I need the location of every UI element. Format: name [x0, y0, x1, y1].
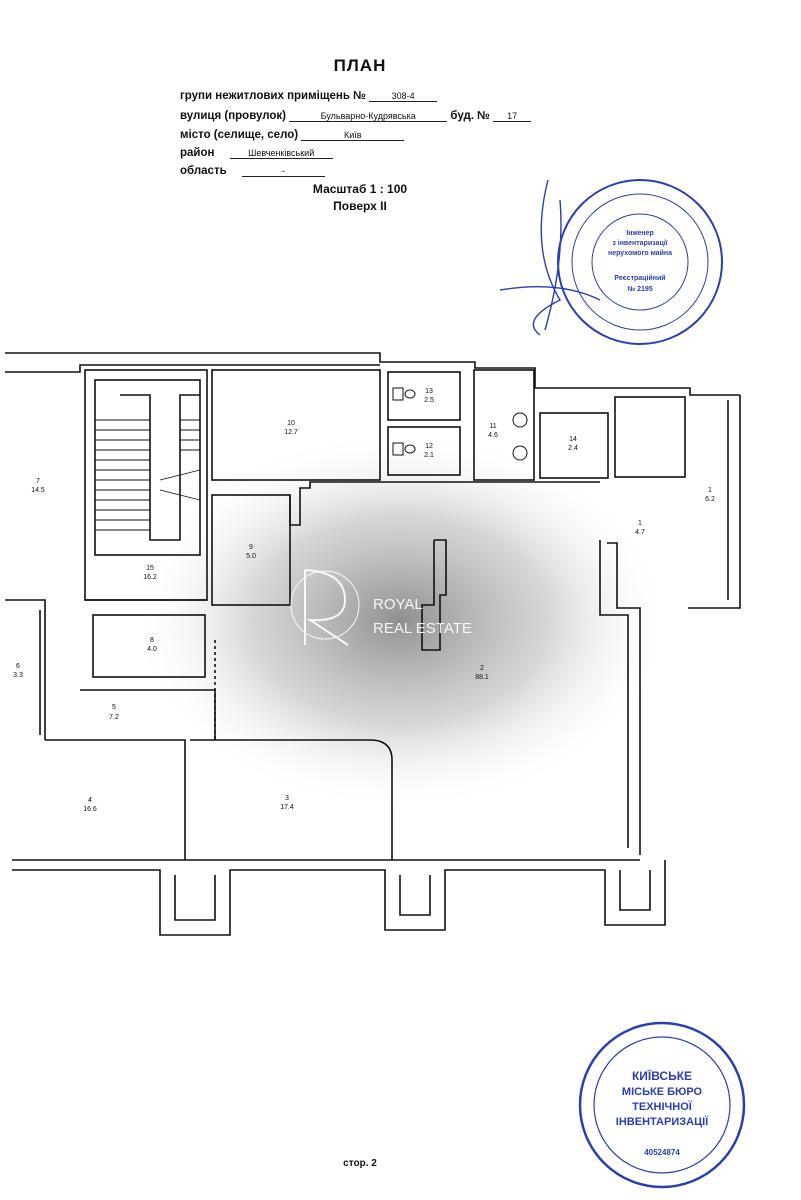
street-label: вулиця (провулок) [180, 110, 286, 122]
watermark-line2: REAL ESTATE [373, 620, 472, 637]
engineer-stamp: Інженер з інвентаризації нерухомого майн… [499, 179, 723, 345]
stamp-bottom-line1: КИЇВСЬКЕ [632, 1068, 692, 1083]
stamp-top-line3: нерухомого майна [608, 249, 672, 257]
room-labels: 1 4.7 1 6.2 2 88.1 3 17.4 4 16.6 5 7.2 6… [13, 388, 715, 813]
stamp-bottom-line2: МІСЬКЕ БЮРО [622, 1086, 703, 1098]
document-title: ПЛАН [333, 56, 387, 75]
room-1-area: 4.7 [635, 529, 645, 536]
room-7-number: 7 [36, 478, 40, 485]
room-3-number: 3 [285, 795, 289, 802]
city-value: Київ [301, 130, 405, 141]
room-4-number: 4 [88, 797, 92, 804]
watermark-line1: ROYAL [373, 596, 423, 613]
room-11-number: 11 [489, 423, 496, 430]
room-15-area: 16.2 [143, 574, 157, 581]
room-1b-number: 1 [708, 487, 712, 494]
room-7-area: 14.5 [31, 487, 45, 494]
room-14-number: 14 [569, 436, 577, 443]
room-2-area: 88.1 [475, 674, 489, 681]
room-13-number: 13 [425, 388, 433, 395]
region-line: область - [180, 165, 325, 177]
plan-walls [5, 352, 741, 936]
room-4-area: 16.6 [83, 806, 97, 813]
royal-logo-icon [290, 569, 360, 646]
bti-stamp: КИЇВСЬКЕ МІСЬКЕ БЮРО ТЕХНІЧНОЇ ІНВЕНТАРИ… [578, 1021, 746, 1189]
city-label: місто (селище, село) [180, 129, 299, 141]
room-10-number: 10 [287, 420, 295, 427]
room-12-area: 2.1 [424, 452, 434, 459]
stamp-bottom-line3: ТЕХНІЧНОЇ [632, 1100, 693, 1113]
region-label: область [180, 165, 227, 177]
page-number: стор. 2 [343, 1158, 377, 1169]
district-value: Шевченківський [229, 148, 333, 159]
room-9-area: 5.0 [246, 553, 256, 560]
room-15-number: 15 [146, 565, 154, 572]
floor-text: Поверх II [333, 199, 387, 213]
building-value: 17 [493, 111, 532, 122]
watermark-shade [130, 430, 670, 810]
room-6-area: 3.3 [13, 672, 23, 679]
room-8-number: 8 [150, 637, 154, 644]
stamp-top-line2: з інвентаризації [612, 239, 668, 247]
group-line: групи нежитлових приміщень № 308-4 [180, 90, 438, 102]
room-12-number: 12 [425, 443, 433, 450]
scale-text: Масштаб 1 : 100 [312, 182, 408, 196]
group-value: 308-4 [369, 91, 438, 102]
city-line: місто (селище, село) Київ [180, 129, 405, 141]
street-line: вулиця (провулок) Бульварно-Кудрявська б… [180, 110, 532, 122]
room-1-number: 1 [638, 520, 642, 527]
room-9-number: 9 [249, 544, 253, 551]
room-8-area: 4.0 [147, 646, 157, 653]
stamp-top-line5: № 2195 [627, 285, 652, 293]
building-label: буд. № [450, 110, 490, 122]
plumbing-fixtures [392, 387, 528, 461]
stamp-top-line1: Інженер [626, 230, 653, 237]
district-line: район Шевченківський [180, 147, 333, 159]
group-label: групи нежитлових приміщень № [180, 90, 366, 102]
room-10-area: 12.7 [284, 429, 298, 436]
room-2-number: 2 [480, 665, 484, 672]
room-13-area: 2.5 [424, 397, 434, 404]
room-14-area: 2.4 [568, 445, 578, 452]
stamp-top-line4: Реєстраційний [614, 274, 665, 282]
room-6-number: 6 [16, 663, 20, 670]
region-value: - [241, 166, 325, 177]
room-11-area: 4.6 [488, 432, 498, 439]
royal-watermark: ROYAL REAL ESTATE [290, 569, 472, 646]
room-1b-area: 6.2 [705, 496, 715, 503]
room-5-number: 5 [112, 704, 116, 711]
signature [499, 179, 601, 336]
room-3-area: 17.4 [280, 804, 294, 811]
stamp-bottom-code: 40524874 [644, 1148, 680, 1157]
stamp-bottom-line4: ІНВЕНТАРИЗАЦІЇ [616, 1115, 709, 1128]
room-5-area: 7.2 [109, 714, 119, 721]
district-label: район [180, 147, 215, 159]
street-value: Бульварно-Кудрявська [289, 111, 448, 122]
